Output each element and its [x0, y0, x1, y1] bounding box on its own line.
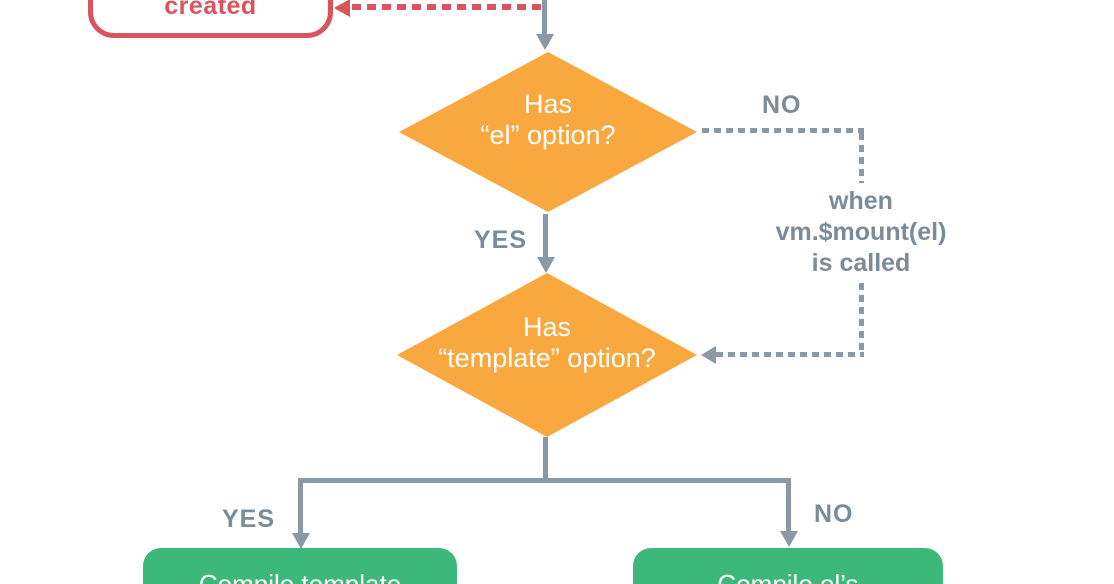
compile-template-node: Compile template [143, 548, 457, 584]
has-el-line2: “el” option? [480, 120, 616, 150]
connector-yes-line [543, 214, 548, 258]
has-template-line1: Has [522, 312, 571, 342]
yes-top-label: YES [474, 226, 528, 254]
mount-note-line3: is called [811, 249, 911, 277]
connector-no-dashed-h1 [702, 128, 864, 133]
arrowhead-down-icon [292, 533, 310, 549]
has-el-line1: Has [523, 89, 572, 119]
arrowhead-left-gray-icon [701, 346, 716, 364]
created-label: created [164, 0, 257, 20]
has-template-decision-node: Has “template” option? [397, 273, 697, 437]
connector-entry-line [542, 0, 547, 34]
yes-bottom-label: YES [222, 505, 276, 533]
mount-note: when vm.$mount(el) is called [761, 186, 961, 279]
connector-created-dashed-line [352, 4, 542, 10]
arrowhead-down-icon [536, 34, 554, 50]
no-bottom-label: NO [814, 500, 854, 528]
connector-split-stem-line [543, 437, 548, 479]
arrowhead-down-icon [537, 257, 555, 273]
connector-split-horizontal-line [298, 478, 790, 483]
has-template-line2: “template” option? [438, 343, 656, 373]
arrowhead-left-red-icon [334, 0, 350, 17]
compile-el-label: Compile el’s [717, 569, 859, 584]
connector-no-dashed-h2 [716, 352, 864, 357]
compile-el-node: Compile el’s [633, 548, 943, 584]
connector-no-dashed-v1 [859, 133, 864, 183]
no-top-label: NO [762, 91, 802, 119]
connector-yes-drop-line [298, 478, 303, 533]
compile-template-label: Compile template [198, 569, 402, 584]
connector-no-dashed-v2 [859, 283, 864, 355]
created-node: created [88, 0, 333, 38]
has-el-decision-node: Has “el” option? [399, 52, 697, 212]
mount-note-line2: vm.$mount(el) [775, 218, 947, 246]
connector-no-drop-line [786, 478, 791, 531]
arrowhead-down-icon [780, 531, 798, 547]
mount-note-line1: when [829, 187, 893, 215]
